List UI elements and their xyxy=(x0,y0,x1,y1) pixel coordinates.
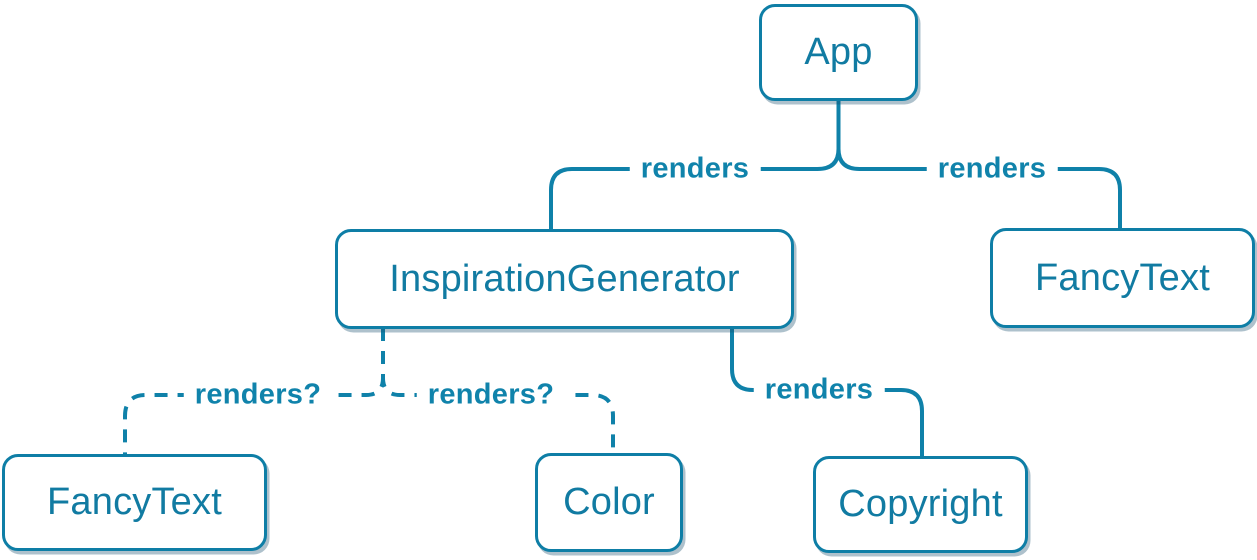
node-color: Color xyxy=(535,453,683,552)
node-fancy-text-top: FancyText xyxy=(990,228,1255,328)
node-inspiration-generator: InspirationGenerator xyxy=(335,229,794,329)
edge-label-renders-question-right: renders? xyxy=(416,380,566,410)
edge-label-renders-question-left: renders? xyxy=(183,380,333,410)
node-fancy-text-bottom: FancyText xyxy=(2,454,267,551)
node-app: App xyxy=(759,4,918,101)
edge-label-renders-right: renders xyxy=(926,154,1058,184)
edge-label-renders-left: renders xyxy=(629,154,761,184)
edge-label-renders-copyright: renders xyxy=(753,375,885,405)
node-copyright: Copyright xyxy=(813,456,1028,553)
